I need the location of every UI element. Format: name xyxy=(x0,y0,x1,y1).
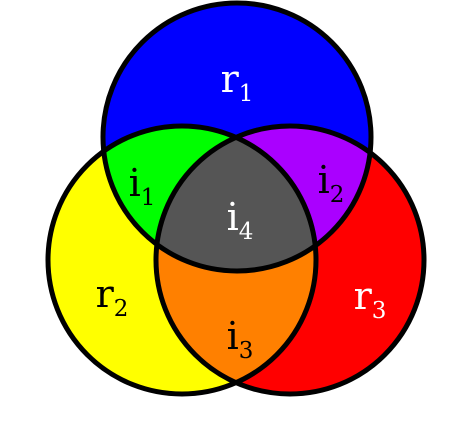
circle-right-outline xyxy=(153,123,427,397)
circle-top-outline xyxy=(100,0,374,274)
label-i4: i4 xyxy=(227,195,254,245)
circle-left-outline xyxy=(45,123,319,397)
label-i2: i2 xyxy=(318,158,345,208)
label-i3: i3 xyxy=(227,314,254,364)
label-i1: i1 xyxy=(129,161,156,211)
label-r2: r2 xyxy=(96,272,129,322)
label-r1: r1 xyxy=(221,57,254,107)
label-r3: r3 xyxy=(354,274,387,324)
